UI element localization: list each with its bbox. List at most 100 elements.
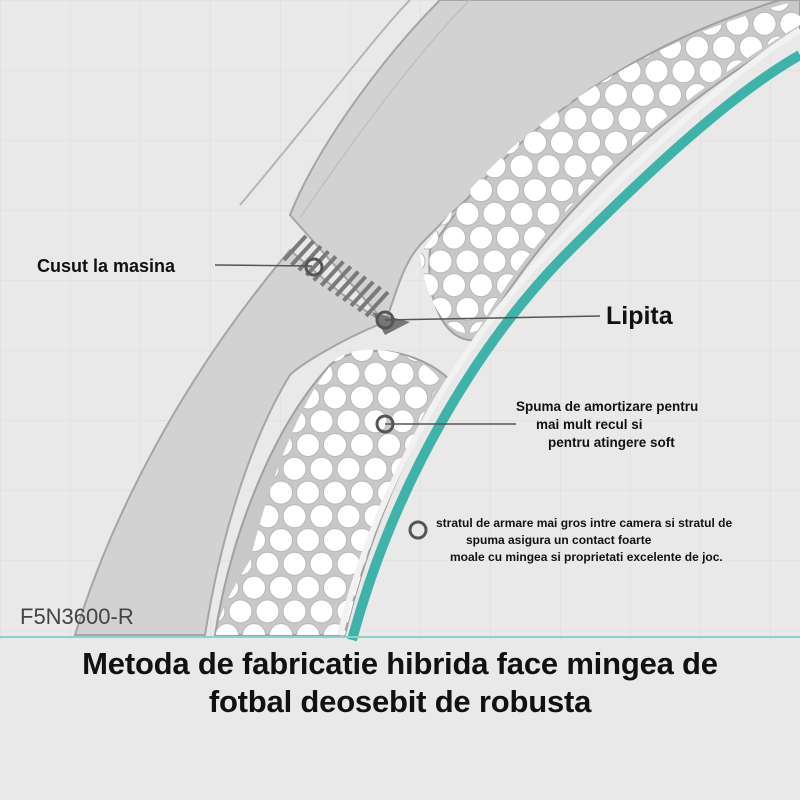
- foam-bubble: [377, 385, 401, 410]
- foam-bubble: [617, 106, 642, 131]
- stitch-mark: [349, 280, 375, 308]
- foam-bubble: [604, 130, 628, 155]
- foam-bubble: [644, 59, 669, 84]
- foam-bubble: [523, 178, 547, 203]
- leader-stitched: [214, 264, 313, 267]
- foam-bubble: [323, 433, 347, 457]
- stitch-mark: [312, 255, 338, 282]
- foam-bubble: [309, 456, 334, 481]
- foam-bubble: [269, 575, 293, 600]
- foam-bubble: [282, 456, 307, 481]
- foam-bubble: [309, 409, 334, 434]
- foam-bubble: [496, 225, 520, 250]
- marker-stitched: [304, 257, 324, 277]
- label-reinforcement-2: spuma asigura un contact foarte: [466, 533, 652, 547]
- foam-bubble: [442, 273, 466, 298]
- foam-bubble: [363, 409, 388, 434]
- foam-bubble: [336, 504, 361, 529]
- foam-bubble: [377, 433, 401, 457]
- foam-bubble: [420, 249, 426, 274]
- foam-bubble: [550, 130, 574, 155]
- marker-reinforcement: [408, 520, 428, 540]
- foam-bubble: [428, 249, 453, 274]
- foam-bubble: [752, 11, 777, 36]
- foam-bubble: [269, 623, 293, 635]
- foam-bubble: [698, 59, 723, 84]
- marker-glued: [375, 310, 395, 330]
- foam-bubble: [296, 480, 320, 505]
- foam-bubble: [363, 361, 388, 386]
- label-machine-stitched: Cusut la masina: [37, 256, 176, 276]
- panel-edge-line: [239, 0, 411, 206]
- stitch-mark: [304, 249, 330, 277]
- foam-bubble: [296, 528, 320, 553]
- stitch-mark: [290, 239, 315, 267]
- reinforcement-layer: [347, 50, 800, 642]
- foam-bubble: [323, 480, 347, 505]
- foam-bubble: [509, 154, 534, 179]
- foam-bubble: [255, 599, 280, 624]
- foam-bubble: [563, 106, 588, 131]
- foam-bubble: [336, 361, 361, 386]
- foam-bubble: [671, 59, 696, 84]
- foam-bubble: [255, 551, 280, 576]
- foam-bubble: [685, 35, 709, 60]
- foam-bubble: [323, 528, 347, 553]
- label-foam-1: Spuma de amortizare pentru: [516, 399, 698, 414]
- stitch-mark: [319, 260, 345, 287]
- foam-bubble: [363, 456, 388, 481]
- foam-bubble: [455, 296, 480, 321]
- foam-bubble: [269, 480, 293, 505]
- foam-bubble: [323, 575, 347, 600]
- label-reinforcement-1: stratul de armare mai gros intre camera …: [436, 516, 732, 530]
- panel-edge-line-2: [299, 0, 471, 219]
- foam-bubble: [215, 623, 239, 635]
- inner-liner: [337, 27, 800, 636]
- foam-bubble: [228, 599, 253, 624]
- foam-bubble: [536, 201, 561, 226]
- foam-bubble: [631, 83, 655, 107]
- stitch-mark: [334, 270, 360, 297]
- stitch-mark: [282, 234, 308, 262]
- foam-bubble: [482, 249, 507, 274]
- foam-bubble: [296, 623, 320, 635]
- foam-bubble: [455, 201, 480, 226]
- caption-line-2: fotbal deosebit de robusta: [208, 684, 592, 719]
- foam-bubble: [509, 201, 534, 226]
- foam-bubble: [296, 575, 320, 600]
- foam-bubble: [269, 528, 293, 553]
- leader-glued: [384, 315, 601, 321]
- caption-line-1: Metoda de fabricatie hibrida face mingea…: [82, 646, 718, 681]
- foam-bubble: [604, 83, 628, 107]
- stitch-mark: [364, 290, 390, 318]
- foam-bubble: [536, 154, 561, 179]
- foam-bubble: [469, 225, 493, 250]
- foam-bubble: [309, 551, 334, 576]
- foam-bubble: [282, 551, 307, 576]
- label-glued: Lipita: [606, 302, 674, 330]
- foam-bubble: [550, 178, 574, 203]
- marker-foam: [375, 414, 395, 434]
- foam-bubble: [336, 409, 361, 434]
- foam-bubble: [309, 504, 334, 529]
- foam-bubble: [282, 504, 307, 529]
- foam-bubble: [523, 130, 547, 155]
- foam-bubble: [390, 409, 415, 434]
- label-foam-2: mai mult recul si: [536, 417, 643, 432]
- foam-bubble: [590, 106, 615, 131]
- stitch-mark: [357, 285, 382, 313]
- stitch-mark: [342, 275, 368, 303]
- foam-bubble: [469, 273, 493, 298]
- foam-bubble: [455, 249, 480, 274]
- stitching: [282, 234, 390, 318]
- foam-bubble: [296, 433, 320, 457]
- foam-bubble: [482, 201, 507, 226]
- foam-bubble: [242, 623, 266, 635]
- foam-bubble: [323, 385, 347, 410]
- caption: Metoda de fabricatie hibrida face mingea…: [0, 645, 800, 721]
- foam-bubble: [336, 456, 361, 481]
- foam-bubble: [350, 480, 374, 505]
- label-reinforcement-3: moale cu mingea si proprietati excelente…: [450, 550, 723, 564]
- foam-bubble: [658, 83, 682, 107]
